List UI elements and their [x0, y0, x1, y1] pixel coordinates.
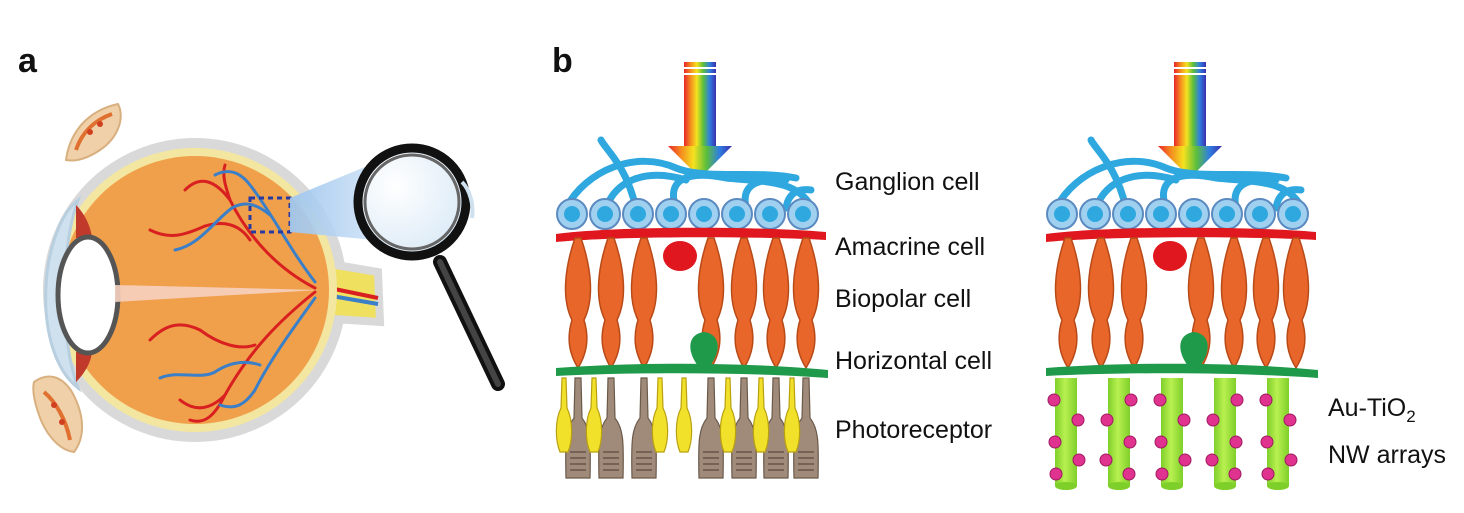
au-nanoparticle — [1071, 413, 1085, 427]
au-nanoparticle — [1153, 393, 1167, 407]
bipolar-cells — [564, 237, 820, 370]
au-nanoparticle — [1260, 435, 1274, 449]
rod-cell — [651, 377, 669, 453]
au-nanoparticle — [1049, 467, 1063, 481]
nanowire — [1108, 378, 1130, 486]
bipolar-cell — [597, 237, 625, 370]
label-nw-material: Au-TiO — [1328, 394, 1407, 422]
au-nanoparticle — [1261, 467, 1275, 481]
bipolar-cell — [1282, 237, 1310, 370]
au-nanoparticle — [1230, 393, 1244, 407]
nanowire — [1055, 378, 1077, 486]
amacrine-layer — [1046, 227, 1316, 271]
bipolar-cell — [564, 237, 592, 370]
au-nanoparticle — [1283, 413, 1297, 427]
au-nanoparticle — [1206, 413, 1220, 427]
au-nanoparticle — [1228, 467, 1242, 481]
rainbow-arrow-icon — [668, 62, 732, 178]
au-nanoparticle — [1178, 453, 1192, 467]
horizontal-layer — [556, 332, 828, 378]
au-nanoparticle — [1099, 453, 1113, 467]
label-bipolar-cell: Biopolar cell — [835, 285, 972, 313]
label-ganglion-cell: Ganglion cell — [835, 168, 980, 196]
label-nw-arrays-line2: NW arrays — [1328, 441, 1447, 469]
horizontal-cell — [690, 332, 718, 366]
nanowire — [1161, 378, 1183, 486]
panel-label-a: a — [18, 42, 37, 80]
photoreceptors — [555, 377, 819, 479]
retina-with-nanowires — [1046, 62, 1318, 490]
bipolar-cell — [1120, 237, 1148, 370]
upper-eyelid — [64, 102, 122, 162]
label-nw-arrays: Au-TiO2 NW arrays — [1328, 389, 1446, 474]
bipolar-cell — [1252, 237, 1280, 370]
nanowire — [1214, 378, 1236, 486]
bipolar-cell — [792, 237, 820, 370]
nanowire — [1267, 378, 1289, 486]
lower-eyelid — [32, 375, 84, 454]
bipolar-cell — [630, 237, 658, 370]
cone-cell — [631, 377, 657, 479]
rod-cell — [719, 377, 737, 453]
au-nanoparticle — [1124, 393, 1138, 407]
au-nanoparticle — [1154, 435, 1168, 449]
magnifier-icon — [353, 143, 505, 391]
retinal-veins — [158, 170, 317, 409]
au-nanoparticle — [1122, 467, 1136, 481]
panel-label-b: b — [552, 42, 573, 80]
au-nanoparticle — [1072, 453, 1086, 467]
au-nanoparticle — [1155, 467, 1169, 481]
rod-cell — [555, 377, 573, 453]
cone-cell — [598, 377, 624, 479]
au-nanoparticle — [1100, 413, 1114, 427]
rainbow-arrow-icon — [1158, 62, 1222, 178]
rod-cell — [752, 377, 770, 453]
au-nanoparticle — [1177, 413, 1191, 427]
bipolar-cell — [1054, 237, 1082, 370]
bipolar-cell — [730, 237, 758, 370]
bipolar-cell — [1220, 237, 1248, 370]
label-photoreceptor: Photoreceptor — [835, 416, 993, 444]
au-nanoparticle — [1123, 435, 1137, 449]
bipolar-cells — [1054, 237, 1310, 370]
amacrine-cell — [663, 241, 697, 271]
label-nw-subscript: 2 — [1406, 407, 1416, 426]
nanowire-arrays — [1047, 378, 1298, 490]
cone-cell — [698, 377, 724, 479]
au-nanoparticle — [1205, 453, 1219, 467]
rod-cell — [675, 377, 693, 453]
eye-illustration — [32, 102, 385, 454]
au-nanoparticle — [1284, 453, 1298, 467]
ganglion-cells — [1046, 198, 1309, 230]
bipolar-cell — [1087, 237, 1115, 370]
rod-cell — [585, 377, 603, 453]
au-nanoparticle — [1047, 393, 1061, 407]
amacrine-layer — [556, 227, 826, 271]
amacrine-cell — [1153, 241, 1187, 271]
label-amacrine-cell: Amacrine cell — [835, 233, 986, 261]
label-horizontal-cell: Horizontal cell — [835, 347, 993, 375]
horizontal-layer — [1046, 332, 1318, 378]
au-nanoparticle — [1048, 435, 1062, 449]
au-nanoparticle — [1229, 435, 1243, 449]
bipolar-cell — [762, 237, 790, 370]
rod-cell — [783, 377, 801, 453]
horizontal-cell — [1180, 332, 1208, 366]
au-nanoparticle — [1259, 393, 1273, 407]
retinal-arteries — [148, 163, 317, 423]
retina-natural — [555, 62, 828, 479]
lens — [55, 234, 121, 356]
ganglion-cells — [556, 198, 819, 230]
